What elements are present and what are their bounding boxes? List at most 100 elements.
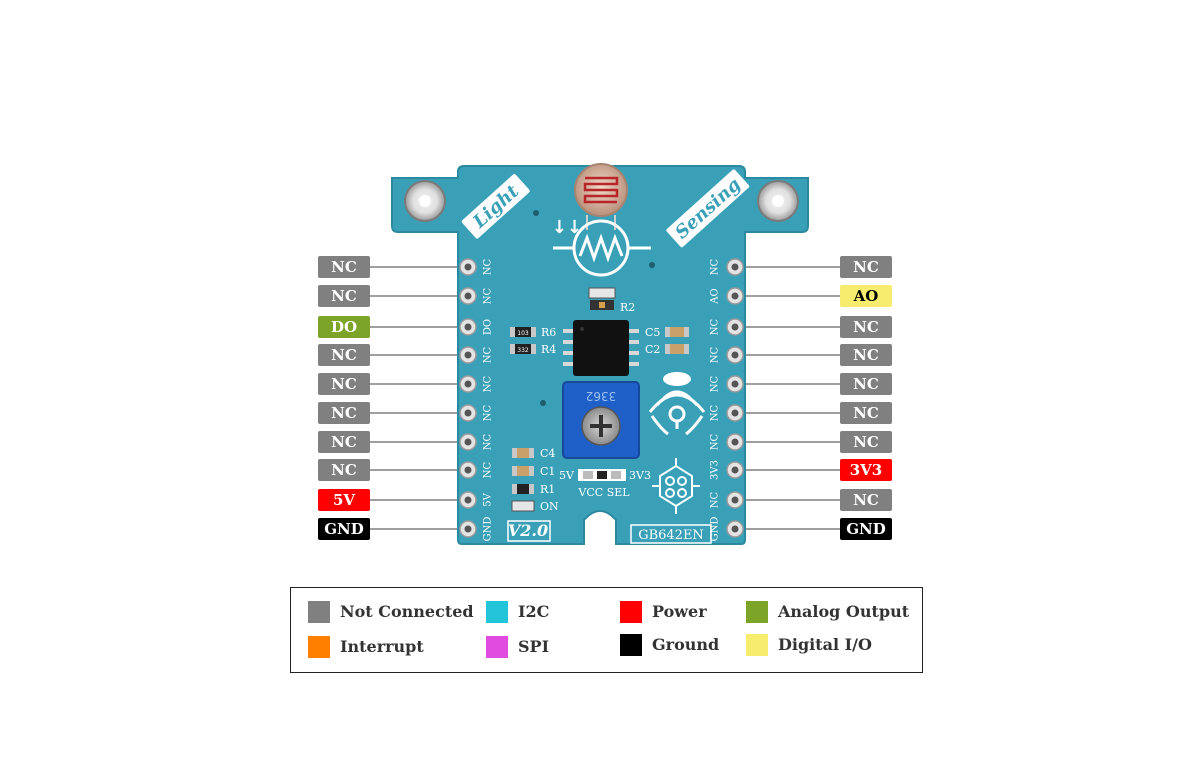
header-pin-hole <box>731 496 739 504</box>
header-pin-hole <box>731 292 739 300</box>
header-pin-hole <box>731 380 739 388</box>
silkscreen-pin-label: DO <box>483 319 494 335</box>
silkscreen-pin-label: NC <box>483 258 494 275</box>
silkscreen-pin-label: NC <box>483 404 494 421</box>
resistor-r6: 103 R6 <box>510 326 556 339</box>
header-pin-hole <box>464 292 472 300</box>
legend-label: Ground <box>652 635 720 654</box>
silkscreen-pin-label: NC <box>710 433 721 450</box>
silkscreen-pin-label: NC <box>710 375 721 392</box>
legend-swatch <box>620 634 642 656</box>
silkscreen-pin-label: NC <box>483 375 494 392</box>
pin-label-nc: NC <box>840 402 892 424</box>
header-pin-hole <box>464 525 472 533</box>
pin-label-nc: NC <box>840 344 892 366</box>
silkscreen-pin-label: GND <box>710 517 721 542</box>
pin-label-gnd: GND <box>840 518 892 540</box>
pin-label-5v: 5V <box>318 489 370 511</box>
header-pin-hole <box>464 351 472 359</box>
label-r6: R6 <box>541 326 556 339</box>
capacitor-c5: C5 <box>645 326 689 339</box>
chip-marking-332: 332 <box>517 347 529 354</box>
pin-label-nc: NC <box>318 256 370 278</box>
pin-label-nc: NC <box>318 285 370 307</box>
silkscreen-pin-label: NC <box>710 404 721 421</box>
pin-label-nc: NC <box>840 373 892 395</box>
legend-swatch <box>308 636 330 658</box>
board-version: V2.0 <box>508 521 548 540</box>
pot-marking: 3362 <box>586 389 617 403</box>
silkscreen-pin-label: NC <box>710 346 721 363</box>
left-connector-lines <box>370 266 460 530</box>
legend-swatch <box>486 636 508 658</box>
label-c2: C2 <box>645 343 660 356</box>
legend-label: SPI <box>518 637 550 656</box>
right-connector-lines <box>745 266 840 530</box>
capacitor-c2: C2 <box>645 343 689 356</box>
light-sensor-icon <box>648 372 706 436</box>
header-pin-hole <box>731 466 739 474</box>
header-pin-hole <box>464 323 472 331</box>
silkscreen-pin-label: NC <box>710 491 721 508</box>
legend-swatch <box>486 601 508 623</box>
vcc-select-jumper: 5V 3V3 VCC SEL <box>559 469 651 499</box>
led-on: ON <box>511 500 559 513</box>
photoresistor-icon <box>574 163 628 230</box>
silkscreen-pin-label: GND <box>483 517 494 542</box>
label-c1: C1 <box>540 465 555 478</box>
via <box>533 210 539 216</box>
silkscreen-pin-label: 3V3 <box>710 460 721 480</box>
ldr-symbol-icon <box>553 219 651 277</box>
header-pin-hole <box>731 438 739 446</box>
mount-hole-left-center <box>419 195 431 207</box>
board-part-number: GB642EN <box>638 528 704 543</box>
silkscreen-pin-label: NC <box>483 346 494 363</box>
via <box>649 262 655 268</box>
legend-swatch <box>746 634 768 656</box>
led-r2: R2 <box>588 287 635 314</box>
header-pin-hole <box>464 466 472 474</box>
pin-label-gnd: GND <box>318 518 370 540</box>
legend-swatch <box>308 601 330 623</box>
pin-label-3v3: 3V3 <box>840 459 892 481</box>
resistor-r1: R1 <box>512 483 555 496</box>
silkscreen-pin-label: NC <box>483 433 494 450</box>
header-pin-hole <box>731 409 739 417</box>
silkscreen-pin-label: 5V <box>483 492 494 506</box>
legend-label: Interrupt <box>340 637 424 656</box>
vcc-5v-label: 5V <box>559 469 575 482</box>
header-pin-hole <box>464 496 472 504</box>
silkscreen-pin-label: AO <box>710 288 721 304</box>
silkscreen-pin-label: NC <box>710 258 721 275</box>
pin-label-ao: AO <box>840 285 892 307</box>
legend-label: Power <box>652 602 707 621</box>
silkscreen-pin-label: NC <box>483 461 494 478</box>
pin-label-nc: NC <box>318 459 370 481</box>
pin-label-nc: NC <box>840 256 892 278</box>
capacitor-c4: C4 <box>512 447 555 460</box>
header-pin-hole <box>731 263 739 271</box>
click-logo-icon <box>652 458 700 514</box>
label-r4: R4 <box>541 343 556 356</box>
legend: Not Connected I2C Power Analog Output In… <box>290 587 923 673</box>
pin-label-nc: NC <box>840 489 892 511</box>
legend-label: Analog Output <box>778 602 910 621</box>
potentiometer: 3362 <box>562 381 640 459</box>
header-pin-hole <box>464 409 472 417</box>
ic-chip <box>563 320 639 376</box>
legend-swatch <box>746 601 768 623</box>
legend-swatch <box>620 601 642 623</box>
pin-label-nc: NC <box>840 431 892 453</box>
pin-label-nc: NC <box>318 402 370 424</box>
part-number-box <box>630 524 712 544</box>
chip-marking-103: 103 <box>517 330 529 337</box>
header-pin-hole <box>731 525 739 533</box>
label-c4: C4 <box>540 447 555 460</box>
legend-label: Digital I/O <box>778 635 872 654</box>
header-pin-hole <box>464 438 472 446</box>
capacitor-c1: C1 <box>512 465 555 478</box>
label-r1: R1 <box>540 483 555 496</box>
label-on: ON <box>540 500 559 513</box>
